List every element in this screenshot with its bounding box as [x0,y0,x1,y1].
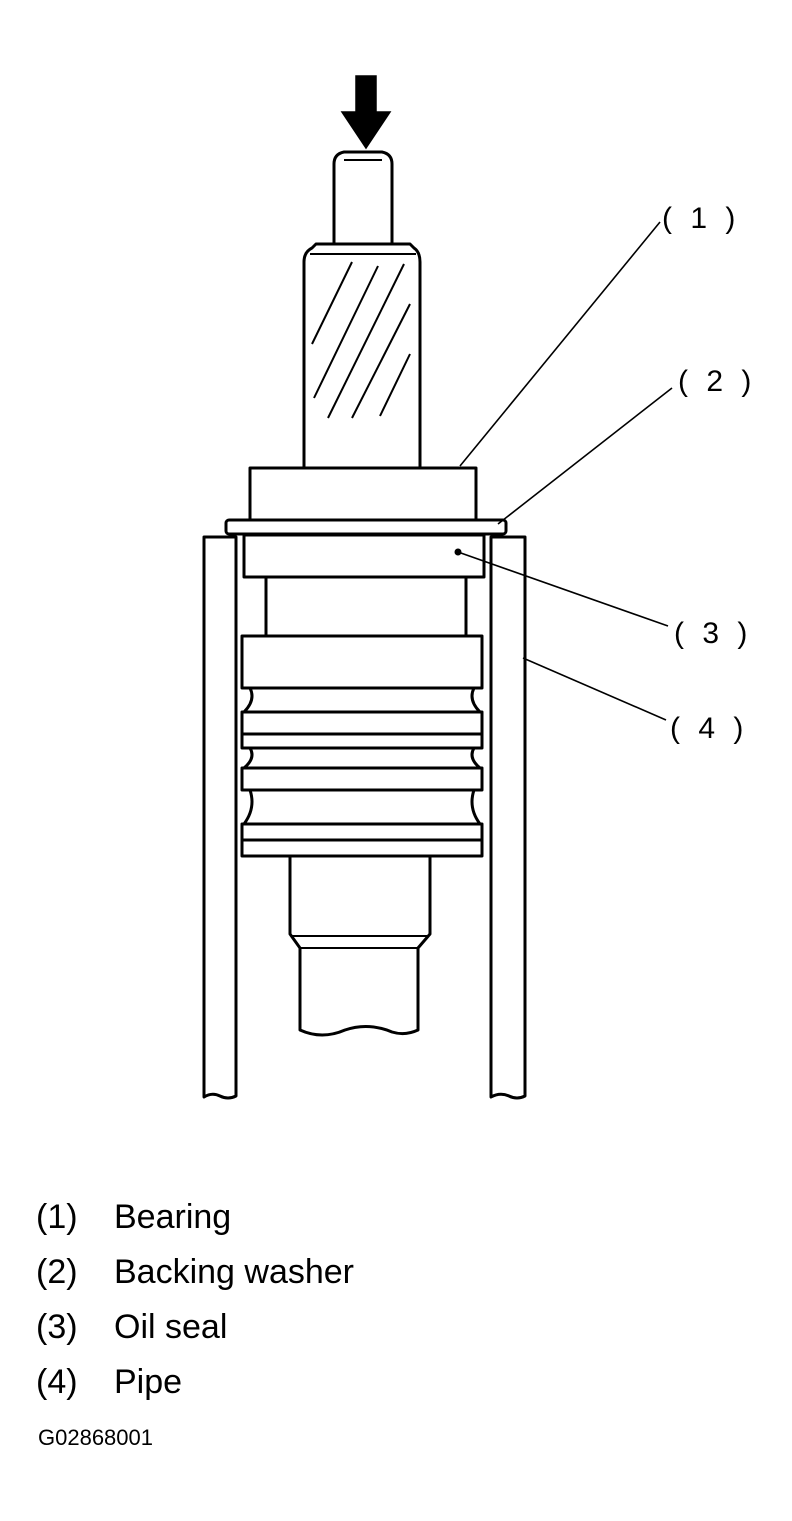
legend-label: Pipe [114,1363,183,1401]
oil-seal [242,533,486,579]
callout-4: ( 4 ) [670,712,748,745]
legend-number: (1) [36,1198,78,1236]
leader-lines [454,221,673,721]
shaft-neck [264,577,468,636]
bearing [248,466,478,522]
legend-number: (4) [36,1363,78,1401]
callout-1: ( 1 ) [662,202,740,235]
legend-number: (3) [36,1308,78,1346]
figure-code: G02868001 [38,1425,153,1450]
legend-label: Backing washer [114,1253,355,1291]
legend-item: (2) Backing washer [36,1247,736,1302]
down-arrow-icon [340,75,392,150]
backing-washer [224,518,508,536]
legend-item: (4) Pipe [36,1357,736,1412]
gear-teeth [311,261,411,419]
callout-3: ( 3 ) [674,617,752,650]
shaft [302,150,422,470]
callout-2: ( 2 ) [678,365,756,398]
grooved-collar [240,634,484,858]
lower-shaft [288,854,432,1037]
legend-label: Bearing [114,1198,232,1236]
installation-diagram: ( 1 ) ( 2 ) ( 3 ) ( 4 ) [202,75,756,1100]
pipe [202,535,527,1100]
parts-legend: (1) Bearing (2) Backing washer (3) Oil s… [36,1192,736,1412]
legend-item: (3) Oil seal [36,1302,736,1357]
legend-label: Oil seal [114,1308,228,1346]
legend-number: (2) [36,1253,78,1291]
legend-item: (1) Bearing [36,1192,736,1247]
